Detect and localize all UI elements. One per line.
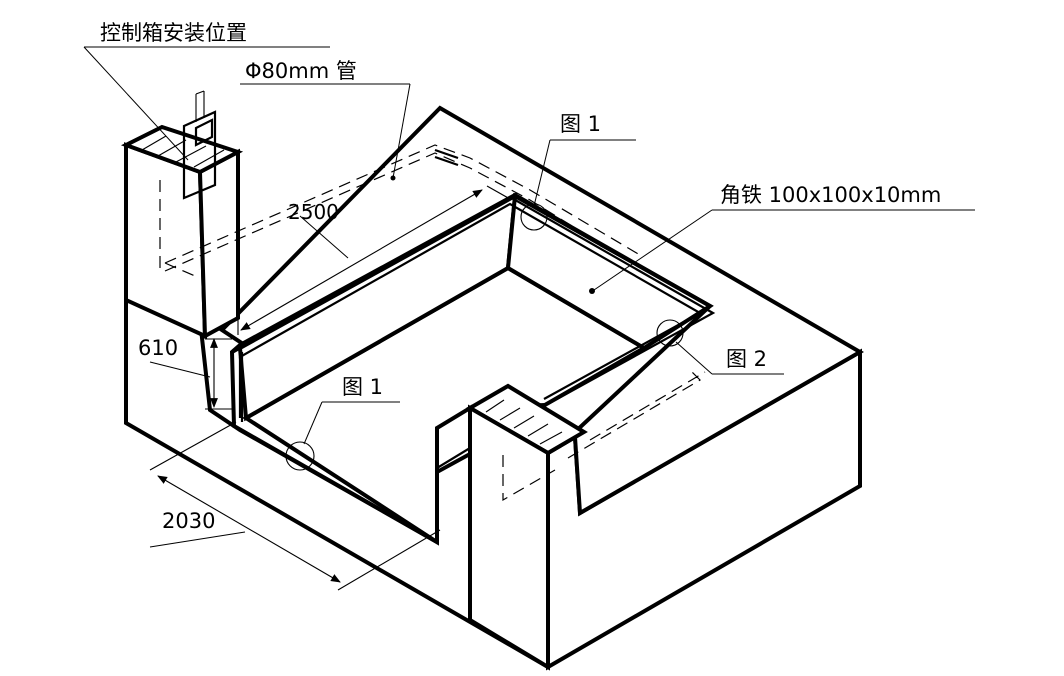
pipe-end-mark-2: [434, 155, 459, 167]
angle-iron-bar: [599, 244, 639, 267]
angle-iron-inner-line: [238, 352, 244, 422]
dim-610-label: 610: [138, 336, 178, 360]
angle-iron-label: 角铁 100x100x10mm: [720, 183, 941, 207]
callout-control-box: [83, 46, 330, 161]
control-box-label: 控制箱安装位置: [100, 21, 247, 45]
callout-figure1-left: [303, 401, 400, 445]
pipe-hidden-line-1: [164, 144, 641, 264]
control-box-top: [120, 124, 244, 175]
dimension-610: [149, 338, 232, 410]
figure1-top-label: 图 1: [560, 112, 601, 136]
hidden-base-line: [502, 369, 706, 502]
figure1-left-label: 图 1: [342, 375, 383, 399]
callout-figure2: [675, 341, 784, 375]
pipe-hidden-line-3: [159, 180, 196, 277]
control-box-hatch: [141, 135, 225, 168]
dim-2500-label: 2500: [288, 200, 339, 224]
callout-pipe: [240, 83, 411, 179]
detail-circle-1-left: [285, 441, 315, 471]
pipe-end-mark: [434, 148, 459, 160]
dimension-2500: [237, 185, 511, 335]
pipe-label: Φ80mm 管: [245, 59, 357, 83]
anchor-dot: [589, 288, 595, 294]
dimension-2030: [149, 421, 441, 591]
callout-figure1-top: [533, 139, 636, 207]
control-box-bracket: [182, 90, 217, 200]
detail-circle-2: [656, 319, 684, 347]
inner-right-wall: [505, 192, 714, 351]
figure2-label: 图 2: [726, 347, 767, 371]
notch-pillar-front: [468, 404, 550, 671]
control-box-front: [124, 142, 208, 340]
pit-block: [120, 90, 864, 671]
control-box-side: [197, 148, 240, 340]
callout-angle-iron: [593, 209, 975, 291]
dim-2030-label: 2030: [162, 509, 215, 533]
pillar-hatch: [485, 399, 563, 445]
